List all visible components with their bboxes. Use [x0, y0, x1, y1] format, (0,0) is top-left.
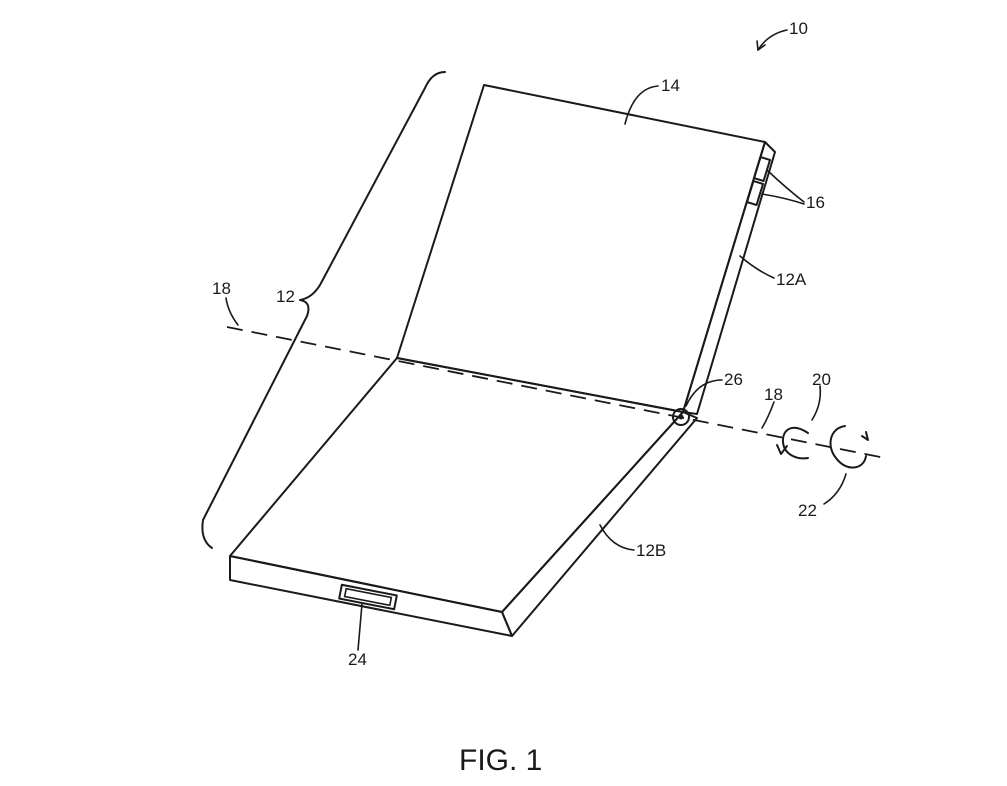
- label-14: 14: [661, 76, 680, 95]
- leader-18-right: [761, 401, 775, 429]
- label-24: 24: [348, 650, 367, 669]
- leader-26: [685, 379, 723, 407]
- leader-10: [757, 29, 788, 51]
- label-12a: 12A: [776, 270, 807, 289]
- figure-caption: FIG. 1: [459, 744, 542, 777]
- fold-axis: [226, 326, 886, 459]
- label-22: 22: [798, 501, 817, 520]
- lower-panel-edge: [501, 411, 698, 637]
- rotation-arrow-20: [781, 426, 809, 460]
- leader-24: [357, 603, 363, 651]
- label-18-left: 18: [212, 279, 231, 298]
- leader-20: [811, 385, 822, 421]
- leader-22: [823, 473, 847, 505]
- lower-panel-face: [229, 357, 684, 613]
- button-top: [753, 156, 771, 182]
- label-26: 26: [724, 370, 743, 389]
- leader-16b: [761, 193, 805, 205]
- label-20: 20: [812, 370, 831, 389]
- leader-18-left: [225, 297, 239, 326]
- hinge-outer: [672, 408, 690, 426]
- lower-panel-front: [229, 555, 513, 637]
- button-bottom: [746, 180, 764, 206]
- leader-12b: [599, 524, 635, 551]
- label-12b: 12B: [636, 541, 666, 560]
- upper-panel-edge: [682, 141, 776, 415]
- bracket-12: [201, 71, 446, 549]
- leader-10-head: [756, 40, 766, 51]
- label-16: 16: [806, 193, 825, 212]
- label-10: 10: [789, 19, 808, 38]
- label-18-right: 18: [764, 385, 783, 404]
- leader-16a: [767, 170, 805, 203]
- port: [338, 583, 398, 611]
- label-12: 12: [276, 287, 295, 306]
- leader-14: [624, 85, 659, 125]
- rotation-arrow-22: [829, 425, 867, 469]
- upper-panel-face: [396, 84, 766, 413]
- rotation-arrow-20-head: [776, 444, 788, 455]
- leader-12a: [739, 255, 775, 279]
- port-inner: [343, 587, 393, 607]
- rotation-arrow-22-head: [861, 431, 869, 441]
